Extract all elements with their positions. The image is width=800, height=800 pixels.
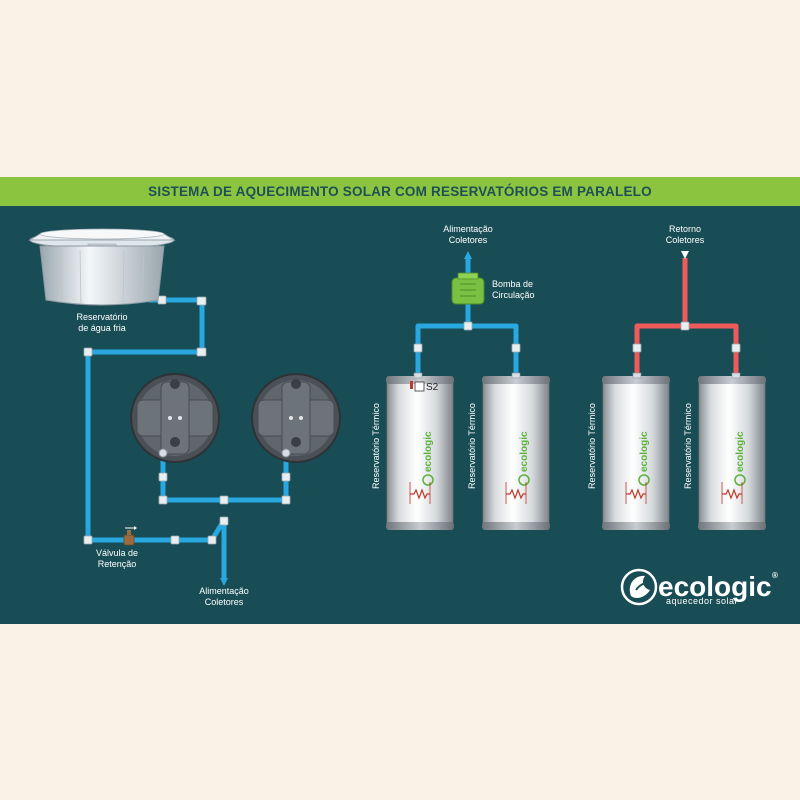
tank-brand-mark: ecologic <box>518 431 530 486</box>
return-collectors-line1: Retorno <box>669 224 701 234</box>
thermal-tank-4: ecologic Reservatório Térmico <box>683 372 766 530</box>
round-reservoir-2 <box>251 373 341 463</box>
ecologic-globe-icon <box>620 568 658 606</box>
thermal-tank-label: Reservatório Térmico <box>587 403 597 489</box>
thermal-tanks-group: ecologic Reservatório Térmico ecologic Rese… <box>371 372 766 530</box>
tank-brand-mark: ecologic <box>734 431 746 486</box>
cold-water-reservoir <box>28 228 176 306</box>
brand-name: ecologic <box>658 571 772 602</box>
feed-collectors-bottom-line1: Alimentação <box>199 586 249 596</box>
flow-arrow-up-icon <box>464 251 472 259</box>
tank-brand-mark: ecologic <box>638 431 650 486</box>
page-title: SISTEMA DE AQUECIMENTO SOLAR COM RESERVA… <box>148 184 652 199</box>
tank-brand-text: ecologic <box>423 431 434 472</box>
heater-element-icon <box>626 488 646 500</box>
sensor-label: S2 <box>426 382 439 393</box>
ecologic-logo: ecologic ® aquecedor solar <box>620 568 778 606</box>
round-reservoir-1 <box>130 373 220 463</box>
thermal-tank-1: ecologic Reservatório Térmico <box>371 372 454 530</box>
temperature-sensor: S2 <box>410 381 439 393</box>
tank-brand-text: ecologic <box>639 431 650 472</box>
tank-brand-mark: ecologic <box>422 431 434 486</box>
check-valve-label-line1: Válvula de <box>96 548 138 558</box>
flow-arrow-down-icon <box>681 251 689 259</box>
thermal-tank-label: Reservatório Térmico <box>371 403 381 489</box>
feed-collectors-top-line2: Coletores <box>449 235 488 245</box>
return-collectors-line2: Coletores <box>666 235 705 245</box>
thermal-tank-label: Reservatório Térmico <box>683 403 693 489</box>
title-banner <box>0 177 800 206</box>
circulation-pump-icon <box>451 272 485 305</box>
tank-brand-text: ecologic <box>519 431 530 472</box>
feed-collectors-bottom-line2: Coletores <box>205 597 244 607</box>
check-valve-label-line2: Retenção <box>98 559 137 569</box>
brand-registered: ® <box>772 571 778 580</box>
thermal-tank-label: Reservatório Térmico <box>467 403 477 489</box>
check-valve-icon <box>123 526 137 546</box>
thermal-tank-3: ecologic Reservatório Térmico <box>587 372 670 530</box>
flow-arrow-down-icon <box>220 578 228 586</box>
brand-tagline: aquecedor solar <box>666 596 738 606</box>
pipe-fittings <box>83 295 291 545</box>
cold-reservoir-label-line2: de água fria <box>78 323 126 333</box>
pump-label-line2: Circulação <box>492 290 535 300</box>
heater-element-icon <box>722 488 742 500</box>
feed-collectors-top-line1: Alimentação <box>443 224 493 234</box>
return-fittings <box>632 321 741 353</box>
thermal-tank-2: ecologic Reservatório Térmico <box>467 372 550 530</box>
tank-brand-text: ecologic <box>735 431 746 472</box>
feed-fittings <box>413 321 521 353</box>
cold-reservoir-label-line1: Reservatório <box>76 312 127 322</box>
heater-element-icon <box>506 488 526 500</box>
pump-label-line1: Bomba de <box>492 279 533 289</box>
heater-element-icon <box>410 488 430 500</box>
